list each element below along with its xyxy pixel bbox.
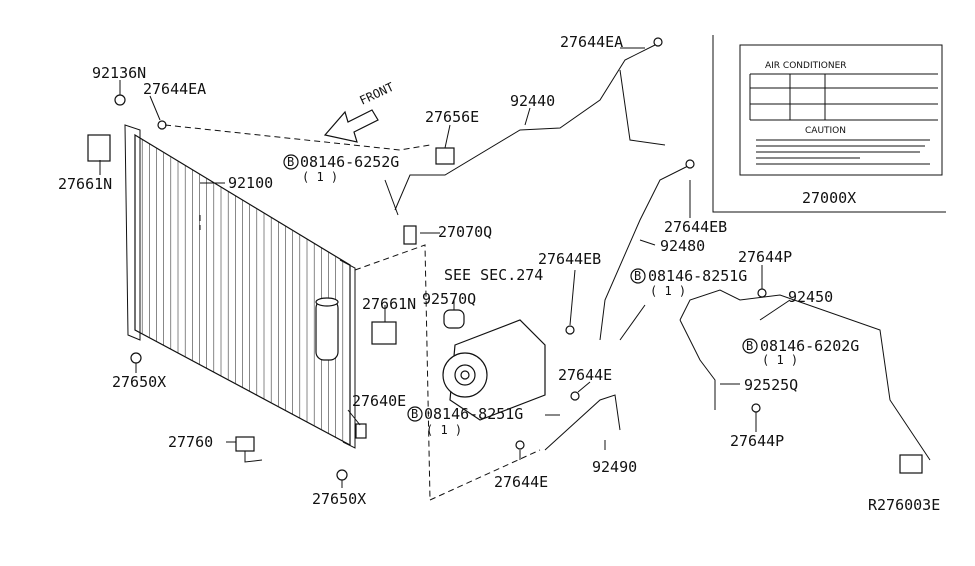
- front-label: FRONT: [357, 80, 396, 108]
- oring-27644P-2: [751, 403, 761, 413]
- label-27661N-left: 27661N: [58, 175, 112, 193]
- label-92490: 92490: [592, 458, 637, 476]
- label-27644EA-left: 27644EA: [143, 80, 206, 98]
- label-92525Q: 92525Q: [744, 376, 798, 394]
- bolt-callout-6252G: B 08146-6252G ( 1 ): [283, 153, 399, 184]
- label-92100: 92100: [228, 174, 273, 192]
- label-92136N: 92136N: [92, 64, 146, 82]
- label-bolt-8251G-upper-qty: ( 1 ): [650, 284, 686, 298]
- label-27644E-1: 27644E: [558, 366, 612, 384]
- gasket-92570Q: [443, 309, 465, 329]
- label-27650X-2: 27650X: [312, 490, 366, 508]
- label-27644EA-top: 27644EA: [560, 33, 623, 51]
- oring-27644EB-right: [685, 159, 695, 169]
- bolt-callout-8251G-upper: B 08146-8251G ( 1 ): [630, 267, 747, 298]
- label-27656E: 27656E: [425, 108, 479, 126]
- guide-line-top: [164, 124, 431, 151]
- caution-label-title: AIR CONDITIONER: [765, 61, 847, 71]
- label-92480: 92480: [660, 237, 705, 255]
- valve-27070Q: [403, 225, 417, 245]
- oring-27644EB-mid: [565, 325, 575, 335]
- bolt-callout-8251G-lower: B 08146-8251G ( 1 ): [407, 405, 523, 437]
- label-see-sec: SEE SEC.274: [444, 266, 543, 284]
- oring-27644E-1: [570, 391, 580, 401]
- label-27661N-mid: 27661N: [362, 295, 416, 313]
- bracket-27661N-mid: [371, 321, 397, 345]
- oring-27644EA-top: [653, 37, 663, 47]
- hose-92490: [544, 394, 621, 451]
- label-bolt-8251G-upper: 08146-8251G: [648, 267, 747, 285]
- rubber-27650X-2: [336, 469, 348, 481]
- label-27070Q: 27070Q: [438, 223, 492, 241]
- bracket-27640E: [355, 423, 367, 439]
- diagram-reference: R276003E: [868, 496, 940, 514]
- label-bolt-8251G-lower-qty: ( 1 ): [426, 423, 462, 437]
- label-92570Q: 92570Q: [422, 290, 476, 308]
- hose-92480: [599, 164, 691, 341]
- sensor-27760: [235, 436, 255, 452]
- label-27644P-1: 27644P: [738, 248, 792, 266]
- label-bolt-6252G: 08146-6252G: [300, 153, 399, 171]
- bracket-27656E: [435, 147, 455, 165]
- inset-panel: AIR CONDITIONER CAUTION: [712, 35, 946, 213]
- pipe-92450-fitting: [899, 454, 923, 474]
- condenser: [124, 124, 356, 449]
- bolt-callout-6202G: B 08146-6202G ( 1 ): [742, 337, 859, 367]
- pipe-92450: [679, 289, 931, 461]
- sensor-wire: [244, 451, 263, 463]
- guide-line-mid: [354, 244, 431, 501]
- compressor: [442, 319, 546, 421]
- label-27760: 27760: [168, 433, 213, 451]
- rubber-27650X-1: [130, 352, 142, 364]
- caution-label-caution: CAUTION: [805, 126, 846, 136]
- caution-label: [739, 44, 943, 176]
- bolt-letter: B: [746, 339, 753, 353]
- oring-27644P-1: [757, 288, 767, 298]
- leader-lines: [99, 47, 791, 488]
- label-27650X-1: 27650X: [112, 373, 166, 391]
- bracket-27661N-left: [87, 134, 111, 162]
- label-bolt-6202G: 08146-6202G: [760, 337, 859, 355]
- label-bolt-6202G-qty: ( 1 ): [762, 353, 798, 367]
- label-27644E-2: 27644E: [494, 473, 548, 491]
- label-27000X: 27000X: [802, 189, 856, 207]
- label-27644P-2: 27644P: [730, 432, 784, 450]
- bolt-92136N: [114, 94, 126, 106]
- label-27644EB-mid: 27644EB: [538, 250, 601, 268]
- pipe-92525Q: [679, 319, 716, 410]
- label-92440: 92440: [510, 92, 555, 110]
- bolt-letter: B: [634, 269, 641, 283]
- front-arrow: FRONT: [323, 80, 396, 143]
- label-bolt-6252G-qty: ( 1 ): [302, 170, 338, 184]
- pipe-92440-branch: [619, 69, 666, 146]
- guide-line-bottom: [429, 449, 541, 501]
- oring-27644EA-left: [157, 120, 167, 130]
- oring-27644E-2: [515, 440, 525, 450]
- label-92450: 92450: [788, 288, 833, 306]
- receiver-drier: [315, 297, 339, 361]
- label-bolt-8251G-lower: 08146-8251G: [424, 405, 523, 423]
- bolt-letter: B: [287, 155, 294, 169]
- caution-text-lines: [756, 139, 930, 165]
- pipe-92440: [394, 44, 656, 211]
- label-27640E: 27640E: [352, 392, 406, 410]
- label-27644EB-right: 27644EB: [664, 218, 727, 236]
- bolt-letter: B: [411, 407, 418, 421]
